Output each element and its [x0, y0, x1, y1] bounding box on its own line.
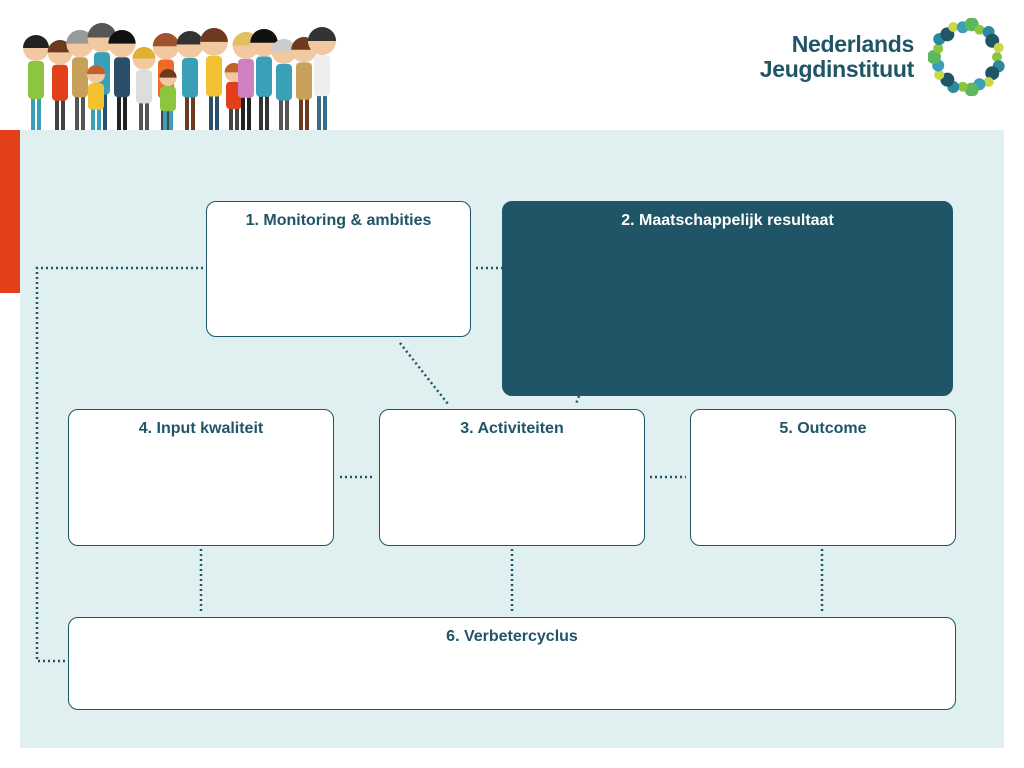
box-verbetercyclus: 6. Verbetercyclus — [68, 617, 956, 710]
person-figure — [132, 46, 156, 135]
person-figure — [271, 38, 297, 135]
accent-bar — [0, 130, 20, 293]
logo-line-2: Jeugdinstituut — [759, 56, 915, 82]
box-maatschappelijk-resultaat: 2. Maatschappelijk resultaat — [502, 201, 953, 396]
logo-dot — [957, 81, 968, 92]
person-figure — [23, 35, 49, 135]
logo-dot — [964, 82, 979, 96]
logo-wordmark: Nederlands Jeugdinstituut — [759, 31, 915, 82]
logo-dot — [985, 66, 1000, 81]
logo-dot — [983, 76, 994, 87]
box-label: 2. Maatschappelijk resultaat — [621, 212, 834, 229]
person-figure — [307, 26, 337, 135]
connector-monitoring-to-activiteiten — [399, 342, 449, 405]
logo-dot — [948, 21, 959, 32]
logo-dot — [934, 69, 945, 80]
box-label: 4. Input kwaliteit — [138, 420, 264, 437]
box-input-kwaliteit: 4. Input kwaliteit — [68, 409, 334, 546]
box-outcome: 5. Outcome — [690, 409, 956, 546]
box-monitoring-ambities: 1. Monitoring & ambities — [206, 201, 471, 337]
logo-dot — [974, 24, 985, 35]
box-activiteiten: 3. Activiteiten — [379, 409, 645, 546]
logo-dot — [993, 42, 1004, 53]
logo-center — [949, 39, 985, 75]
nji-logo-mark-icon — [928, 18, 1005, 96]
connector-resultaat-to-activiteiten — [574, 395, 581, 405]
logo-dot — [992, 52, 1002, 62]
person-figure — [200, 27, 228, 135]
box-label: 6. Verbetercyclus — [446, 628, 578, 645]
box-label: 1. Monitoring & ambities — [245, 212, 432, 229]
box-label: 3. Activiteiten — [460, 420, 564, 437]
box-label: 5. Outcome — [779, 420, 867, 437]
logo-line-1: Nederlands — [791, 31, 915, 57]
logo-dot — [933, 43, 944, 54]
person-figure — [66, 29, 94, 135]
